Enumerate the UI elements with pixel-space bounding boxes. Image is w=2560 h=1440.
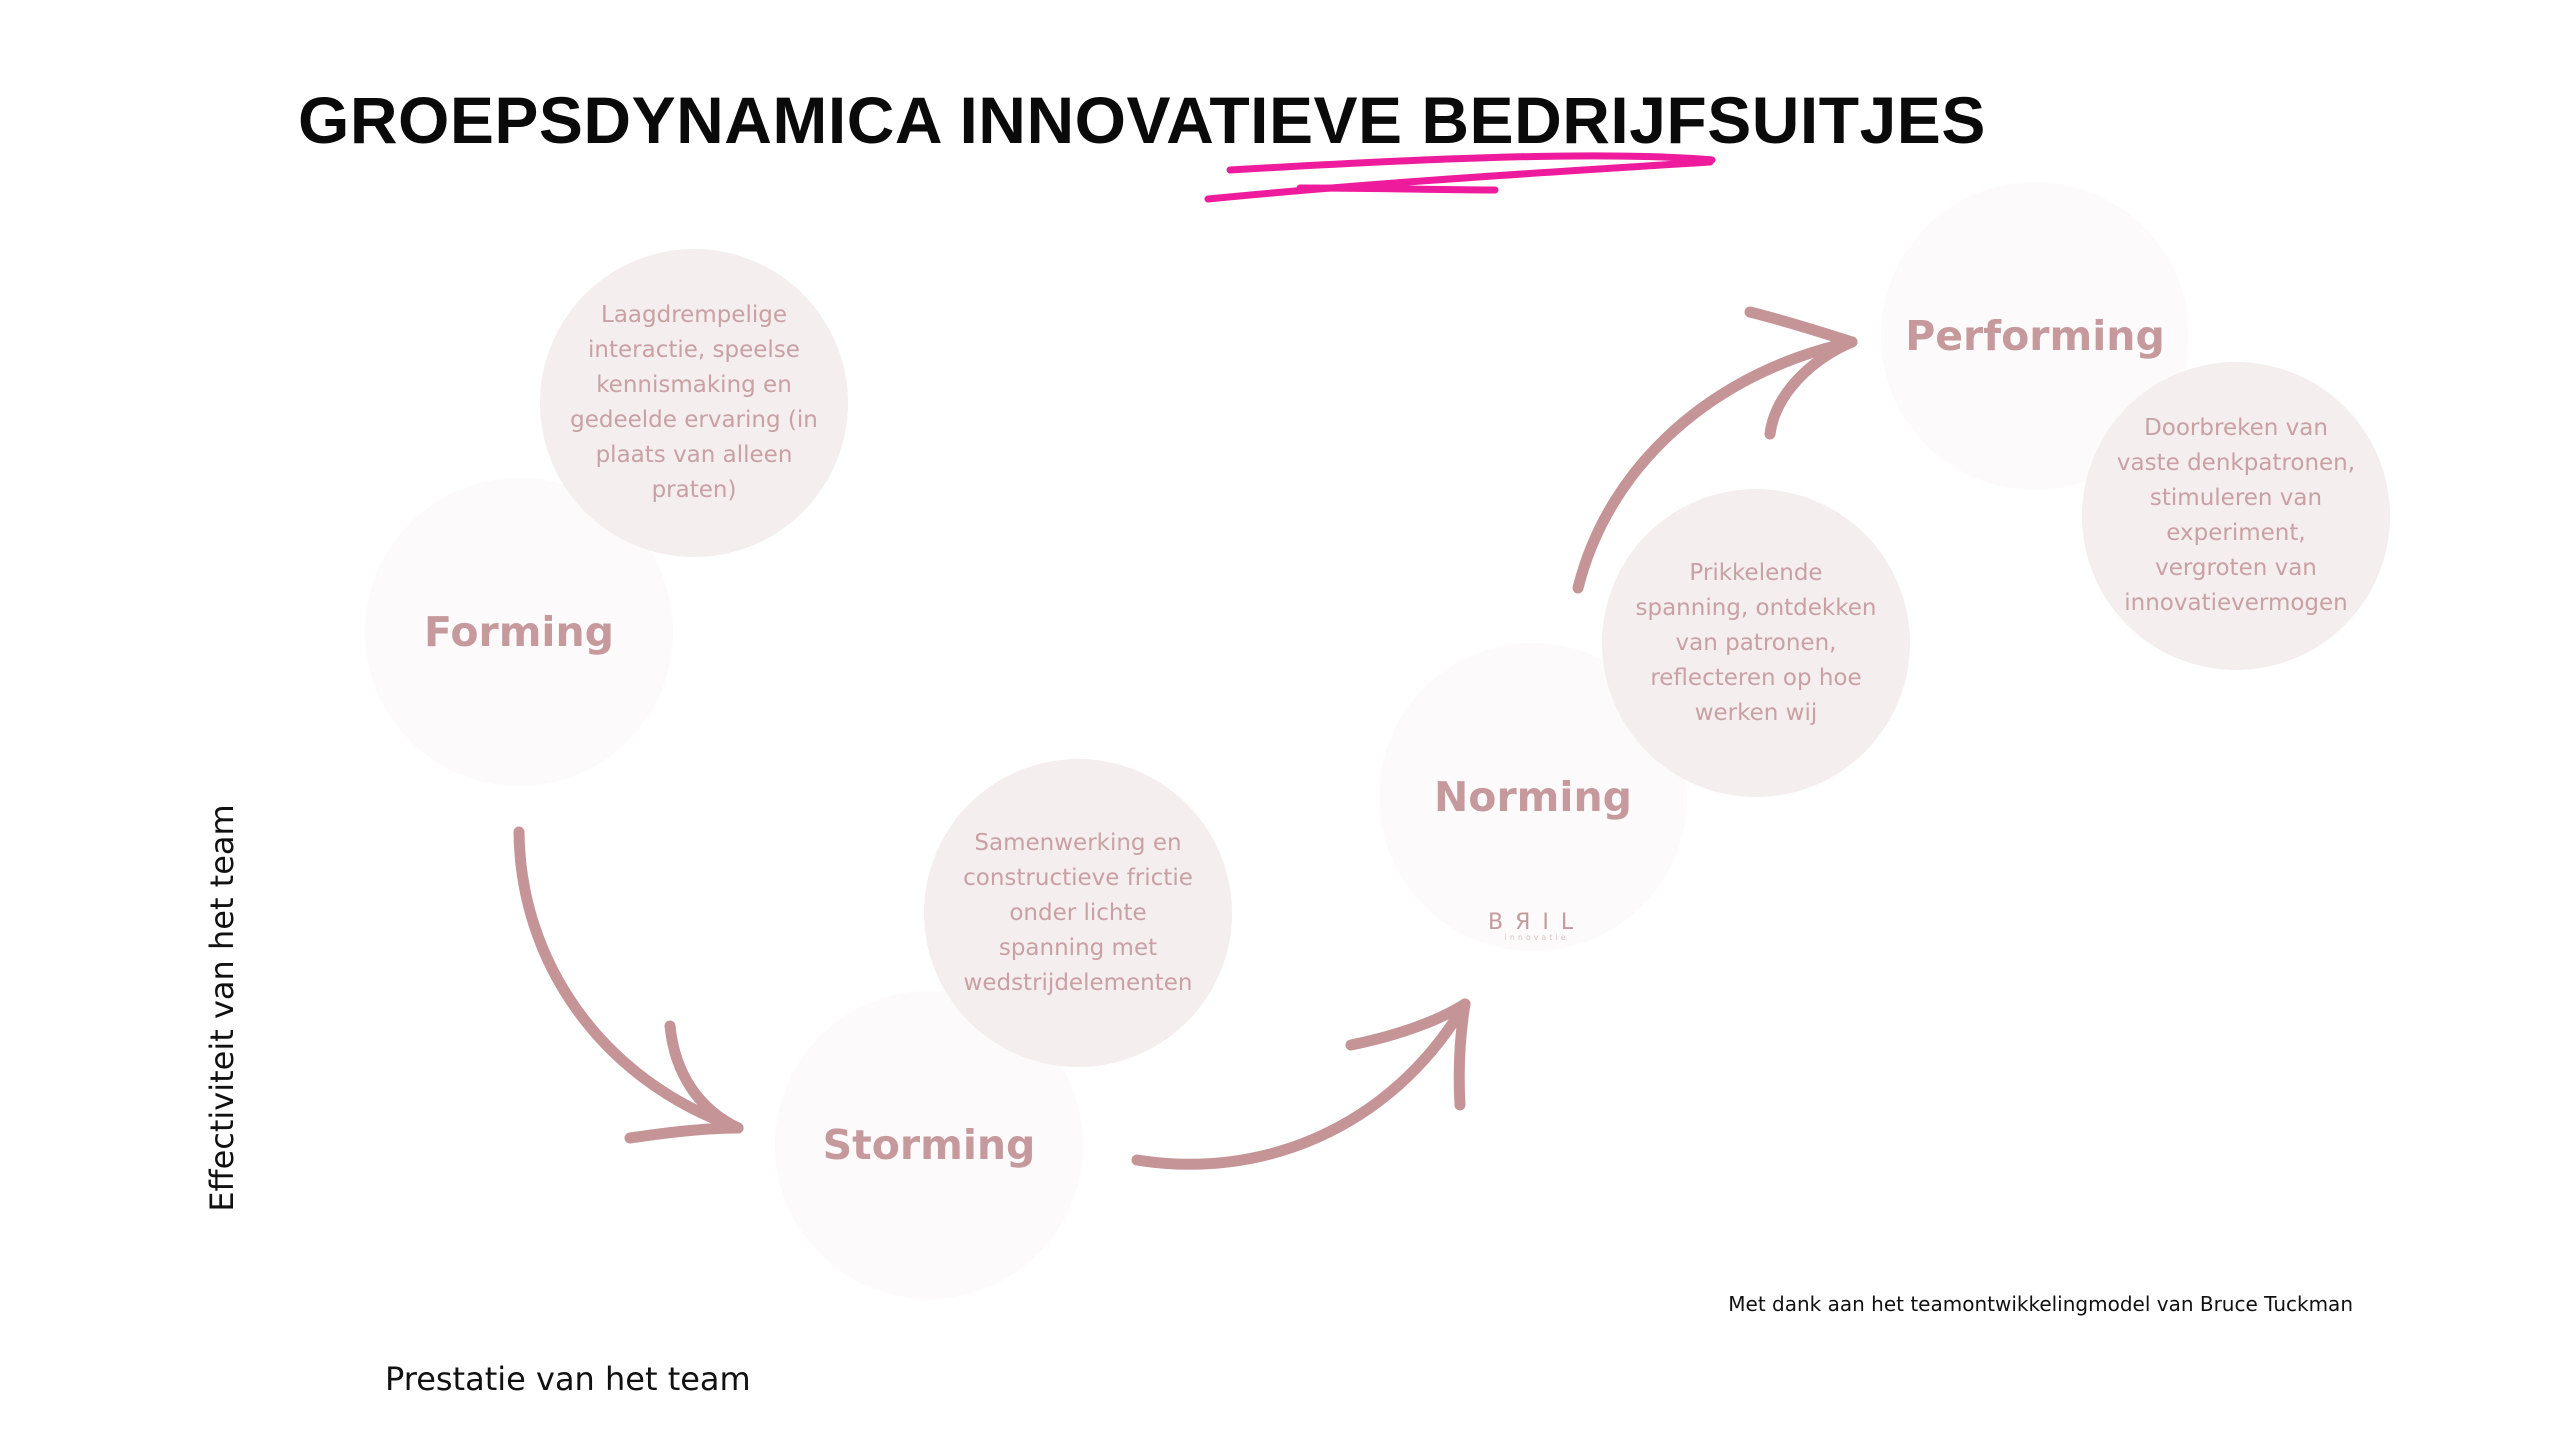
y-axis-label: Effectiviteit van het team	[203, 804, 241, 1212]
performing-description-circle: Doorbreken van vaste denkpatronen, stimu…	[2082, 362, 2390, 670]
arrow-storming-to-norming	[1131, 998, 1471, 1170]
norming-description-circle: Prikkelende spanning, ontdekken van patr…	[1602, 489, 1910, 797]
page-title: GROEPSDYNAMICA INNOVATIEVE BEDRIJFSUITJE…	[298, 83, 1986, 157]
norming-description: Prikkelende spanning, ontdekken van patr…	[1635, 559, 1877, 726]
storming-circle: Storming	[775, 991, 1083, 1299]
arrow-norming-to-performing	[1572, 306, 1858, 594]
stage-label-storming: Storming	[822, 1121, 1036, 1169]
storming-description: Samenwerking en constructieve frictie on…	[963, 829, 1193, 996]
logo-main: BЯIL	[1488, 910, 1586, 935]
stage-label-performing: Performing	[1905, 312, 2165, 360]
x-axis-label: Prestatie van het team	[385, 1360, 751, 1398]
stage-label-norming: Norming	[1433, 773, 1632, 821]
bril-logo: BЯIL innovatie	[1488, 910, 1585, 942]
forming-description: Laagdrempelige interactie, speelse kenni…	[570, 302, 818, 503]
stage-label-forming: Forming	[423, 608, 615, 656]
logo-sub: innovatie	[1504, 933, 1569, 942]
title-underline-scribble	[1204, 152, 1716, 203]
forming-description-circle: Laagdrempelige interactie, speelse kenni…	[540, 249, 848, 557]
credit-text: Met dank aan het teamontwikkelingmodel v…	[1728, 1292, 2353, 1316]
storming-description-circle: Samenwerking en constructieve frictie on…	[924, 759, 1232, 1067]
performing-description: Doorbreken van vaste denkpatronen, stimu…	[2116, 415, 2356, 616]
arrow-forming-to-storming	[513, 826, 744, 1144]
